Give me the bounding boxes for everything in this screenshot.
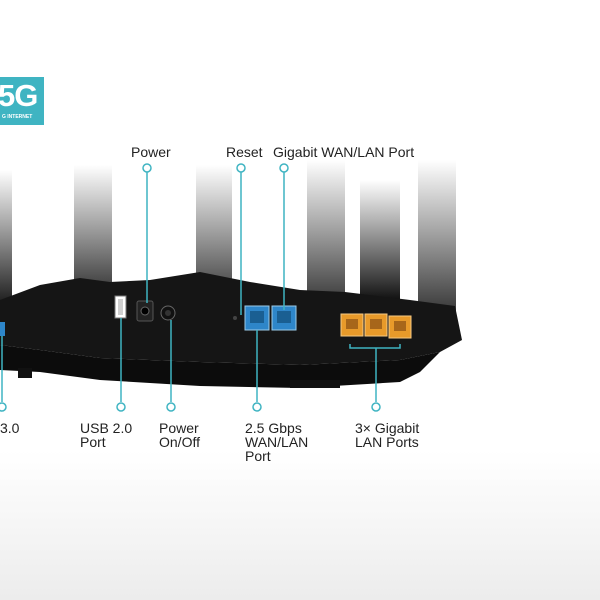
label-usb20-line2: Port: [80, 434, 106, 450]
label-lan-line1: 3× Gigabit: [355, 420, 420, 436]
label-lan-ports: 3× Gigabit LAN Ports: [355, 421, 419, 449]
badge-text: 5G: [0, 78, 38, 113]
usb30-port: [0, 322, 5, 336]
antenna-5: [360, 180, 400, 300]
router-body: [0, 272, 462, 365]
label-wan25-line1: 2.5 Gbps: [245, 420, 302, 436]
badge-subtext: G INTERNET: [2, 114, 33, 120]
router-foot-right: [290, 380, 340, 388]
label-usb20: USB 2.0 Port: [80, 421, 132, 449]
antenna-1: [0, 170, 12, 310]
5g-badge: 5G G INTERNET: [0, 77, 44, 125]
label-reset: Reset: [226, 144, 263, 160]
label-usb20-line1: USB 2.0: [80, 420, 133, 436]
label-wan25-line3: Port: [245, 448, 271, 464]
reset-pinhole: [233, 316, 237, 320]
label-power-onoff: Power On/Off: [159, 421, 200, 449]
router-foot-left: [18, 368, 32, 378]
label-usb30: 3.0: [0, 420, 20, 436]
label-power-onoff-line2: On/Off: [159, 434, 200, 450]
label-wan25-line2: WAN/LAN: [245, 434, 309, 450]
label-power: Power: [131, 144, 171, 160]
label-wan25: 2.5 Gbps WAN/LAN Port: [245, 421, 308, 463]
label-gigabit-wan-lan: Gigabit WAN/LAN Port: [273, 144, 415, 160]
label-lan-line2: LAN Ports: [355, 434, 419, 450]
label-power-onoff-line1: Power: [159, 420, 199, 436]
router-base: [0, 345, 440, 388]
